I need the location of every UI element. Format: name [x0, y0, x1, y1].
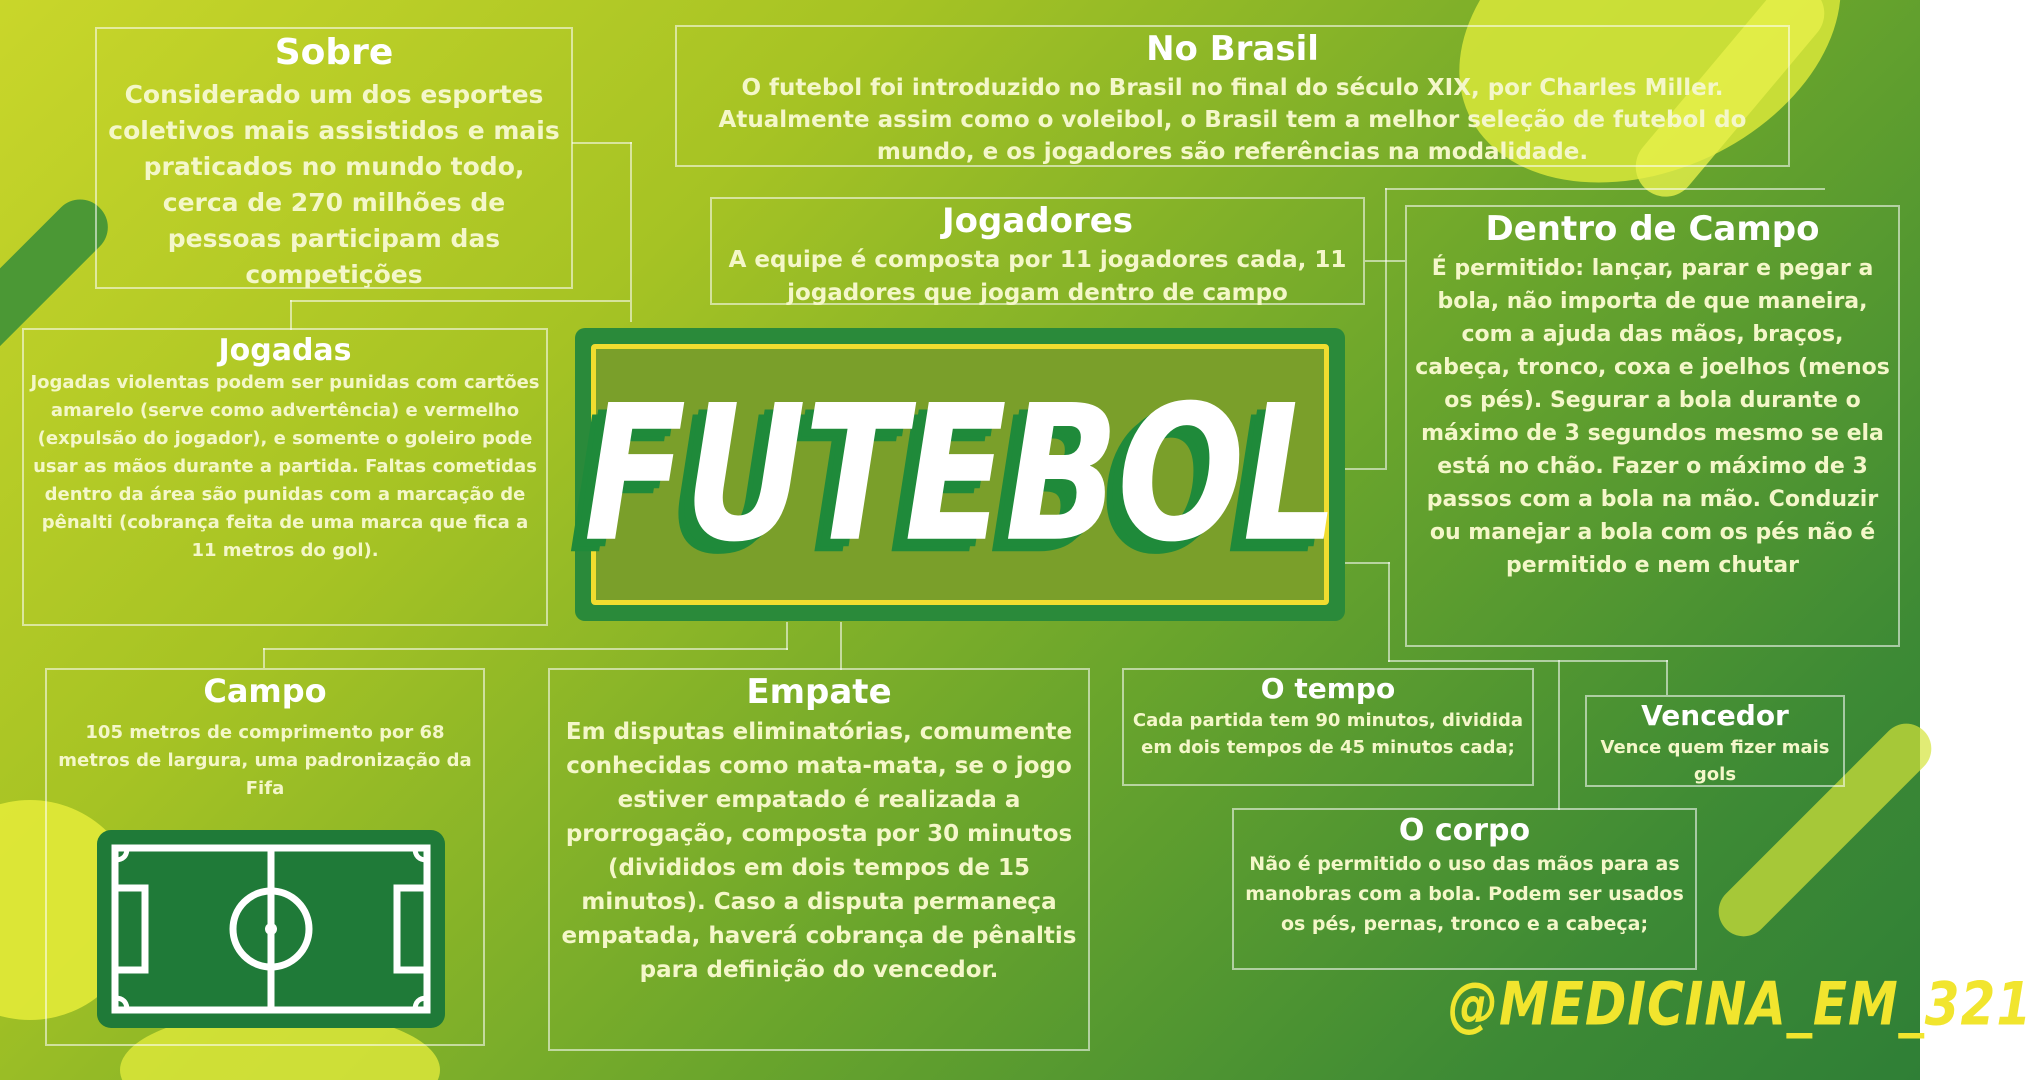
section-text: Vence quem fizer mais gols [1600, 736, 1830, 785]
section-text: Jogadas violentas podem ser punidas com … [30, 372, 540, 561]
connector-line [786, 622, 788, 650]
section-text: É permitido: lançar, parar e pegar a bol… [1415, 256, 1890, 579]
section-campo: Campo 105 metros de comprimento por 68 m… [45, 668, 485, 1046]
section-title: No Brasil [1146, 29, 1319, 69]
connector-line [1385, 188, 1387, 468]
connector-line [1345, 468, 1387, 470]
connector-line [263, 648, 265, 668]
section-empate: Empate Em disputas eliminatórias, comume… [548, 668, 1090, 1051]
soccer-field-icon [97, 830, 445, 1028]
section-dentro-de-campo: Dentro de Campo É permitido: lançar, par… [1405, 205, 1900, 647]
section-title: Dentro de Campo [1485, 209, 1820, 249]
section-jogadas: Jogadas Jogadas violentas podem ser puni… [22, 328, 548, 626]
section-text: 105 metros de comprimento por 68 metros … [58, 722, 472, 800]
connector-line [290, 300, 292, 330]
section-o-tempo: O tempo Cada partida tem 90 minutos, div… [1122, 668, 1534, 786]
section-text: O futebol foi introduzido no Brasil no f… [718, 75, 1747, 166]
section-jogadores: Jogadores A equipe é composta por 11 jog… [710, 197, 1365, 306]
main-title: FUTEBOL [583, 365, 1338, 584]
author-handle: @MEDICINA_EM_321 [1448, 969, 2032, 1039]
section-title: Campo [203, 672, 327, 710]
connector-line [1558, 660, 1560, 810]
section-text: Em disputas eliminatórias, comumente con… [561, 719, 1077, 984]
section-vencedor: Vencedor Vence quem fizer mais gols [1585, 695, 1845, 787]
connector-line [1345, 562, 1390, 564]
connector-line [572, 142, 632, 144]
section-o-corpo: O corpo Não é permitido o uso das mãos p… [1232, 808, 1697, 970]
section-text: Não é permitido o uso das mãos para as m… [1245, 853, 1684, 935]
connector-line [263, 648, 788, 650]
section-text: A equipe é composta por 11 jogadores cad… [728, 247, 1347, 307]
section-title: Jogadores [941, 201, 1134, 241]
section-title: O tempo [1260, 672, 1396, 705]
connector-line [1666, 660, 1668, 695]
section-sobre: Sobre Considerado um dos esportes coleti… [95, 27, 573, 289]
center-title-frame: FUTEBOL [584, 344, 1338, 605]
connector-line [840, 622, 842, 670]
connector-line [1385, 188, 1825, 190]
connector-line [630, 142, 632, 322]
section-text: Cada partida tem 90 minutos, dividida em… [1132, 709, 1524, 758]
section-text: Considerado um dos esportes coletivos ma… [108, 79, 560, 289]
section-title: Jogadas [218, 333, 352, 368]
section-title: O corpo [1398, 813, 1531, 848]
section-title: Sobre [274, 32, 394, 73]
section-no-brasil: No Brasil O futebol foi introduzido no B… [675, 25, 1790, 167]
section-title: Empate [746, 672, 892, 712]
connector-line [1365, 260, 1405, 262]
connector-line [1388, 562, 1390, 662]
connector-line [1388, 660, 1668, 662]
center-title-panel: FUTEBOL [575, 328, 1345, 621]
connector-line [290, 300, 630, 302]
section-title: Vencedor [1641, 699, 1789, 732]
